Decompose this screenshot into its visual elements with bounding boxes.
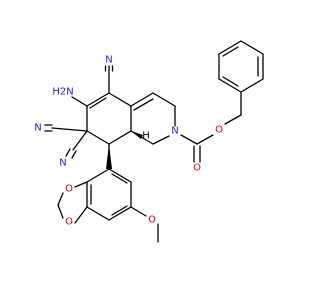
bond-ph-3 [218,40,242,55]
bond-ph-6 [240,78,264,93]
bond-ar-6 [108,168,132,183]
bond-dioxole-o1 [74,181,88,188]
bond-c4-c3 [152,92,176,107]
bond-c4a-c5 [108,92,132,107]
atom-label-ester-o-carbonyl: O [193,163,201,174]
bond-c7-c8 [86,130,110,145]
atom-label-nitrile-n-top: N [105,55,112,66]
bond-ph-d1 [222,76,239,87]
bond-cn-lower-2 [65,148,71,157]
bond-n2-c1 [152,135,170,145]
atom-labels: N H2N N N H N O O O O O [34,55,223,228]
bond-c6-nh2 [71,96,88,107]
bond-ph-4 [240,40,264,55]
bond-ar-1 [86,168,110,183]
bond-ph-d2 [222,46,239,57]
bonds [44,40,264,243]
atom-label-nitrile-n-lower: N [59,158,66,169]
atom-label-ester-o-ether: O [215,125,223,136]
bond-dioxole-ch2-o2 [57,204,64,219]
bond-carbonyl-o-ether [196,134,214,145]
bond-ar-3 [86,206,110,221]
molecule-canvas: N H2N N N H N O O O O O [34,40,264,243]
bond-n2-carbonyl [180,134,198,145]
bond-ar-4 [108,206,132,221]
wedge-c8a-h [131,131,143,139]
bond-c7-cn-left [51,127,88,132]
wedge-c8-aryl [106,144,112,169]
molecule-structure: N H2N N N H N O O O O O [34,40,264,243]
atom-label-ring-n: N [171,126,178,137]
bond-dioxole-o2 [74,206,88,224]
atom-label-amine: H2N [52,87,73,98]
bond-dioxole-o1-ch2 [57,192,64,206]
bond-c4a-c4-double [133,98,154,111]
bond-ar-d3 [111,173,128,184]
atom-label-dioxole-o-top: O [65,184,73,195]
bond-o-ch2 [224,114,242,125]
bond-c8-c8a [108,130,132,145]
atom-label-stereo-h: H [142,131,150,142]
bond-c4a-c4 [130,92,154,107]
bond-c5-c6-double [89,97,107,109]
bond-ph-1 [218,78,242,93]
bond-cn-lower-3 [71,150,77,159]
atom-label-methoxy-o: O [148,215,156,226]
atom-label-nitrile-n-left: N [34,123,41,134]
bond-ar-ome [130,206,147,217]
bond-c7-cn-lower [72,130,88,151]
bond-ar-d2 [111,205,128,216]
stereo-bonds [106,131,143,169]
bond-c5-c6 [86,92,110,107]
atom-label-dioxole-o-bottom: O [65,217,73,228]
